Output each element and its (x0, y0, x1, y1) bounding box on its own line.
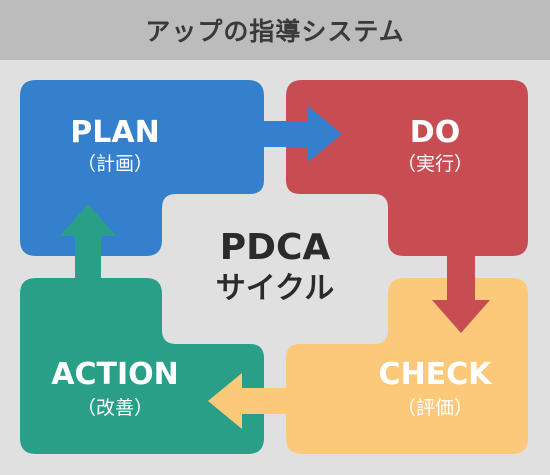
check-label: CHECK (378, 357, 492, 392)
arrow-do-to-check (432, 254, 490, 333)
page-title: アップの指導システム (0, 0, 550, 60)
center-title: PDCA (219, 227, 331, 268)
action-sublabel: （改善） (76, 397, 153, 419)
check-sublabel: （評価） (396, 397, 473, 419)
do-block (286, 80, 528, 256)
do-sublabel: （実行） (396, 153, 473, 175)
arrow-check-to-action (208, 373, 288, 429)
action-label: ACTION (51, 357, 179, 392)
arrow-action-to-plan (60, 204, 116, 280)
action-block (20, 278, 264, 454)
plan-label: PLAN (70, 115, 160, 150)
do-label: DO (409, 115, 461, 150)
arrow-plan-to-do (262, 106, 342, 162)
plan-sublabel: （計画） (76, 153, 153, 175)
center-subtitle: サイクル (215, 271, 335, 306)
